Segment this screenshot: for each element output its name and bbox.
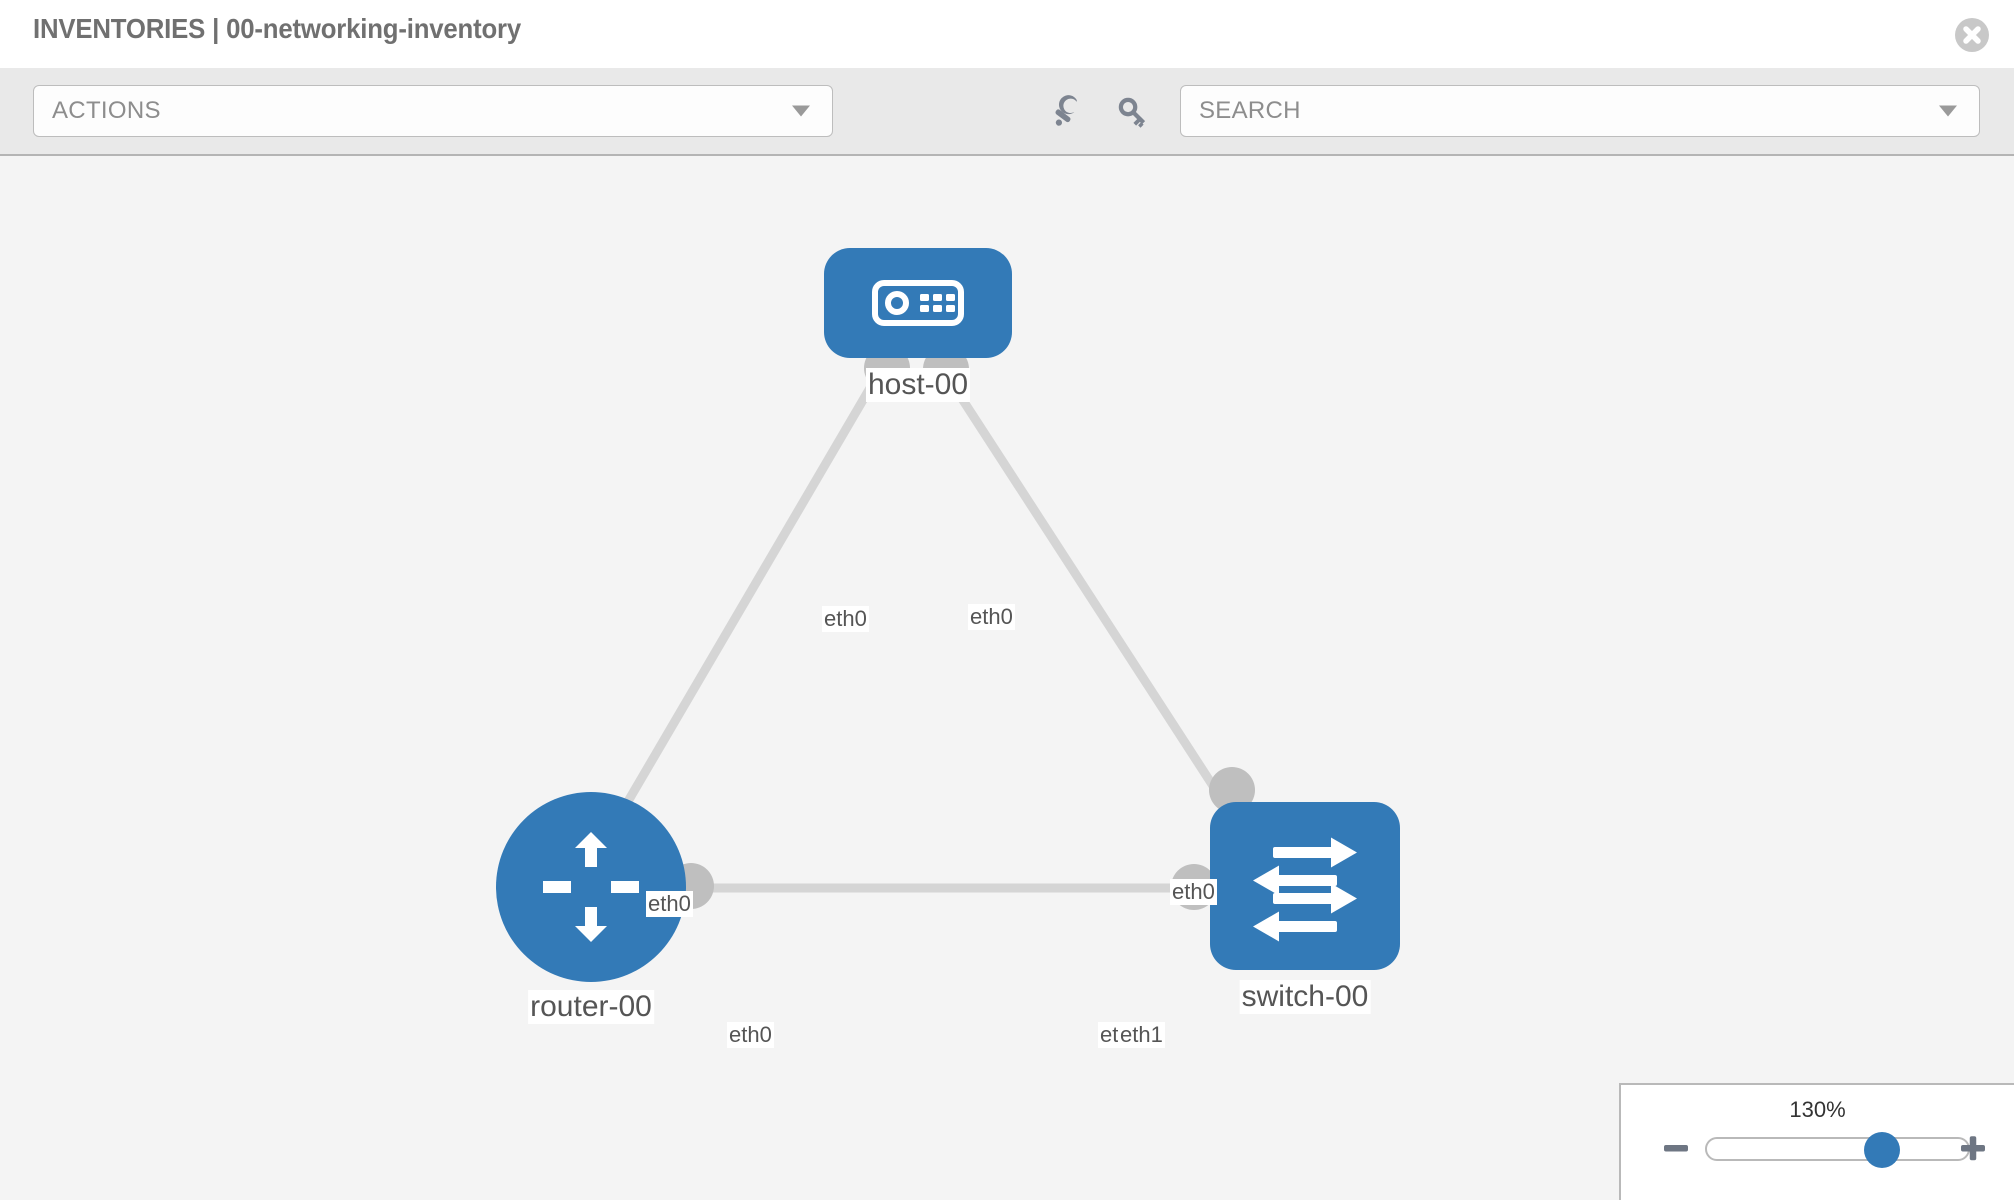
zoom-slider-thumb[interactable] xyxy=(1863,1132,1900,1168)
chevron-down-icon xyxy=(792,105,810,117)
page-title: INVENTORIES | 00-networking-inventory xyxy=(33,13,522,44)
link-host-switch xyxy=(940,368,1256,849)
search-input[interactable]: SEARCH xyxy=(1180,85,1980,137)
zoom-out-button[interactable] xyxy=(1661,1133,1691,1163)
server-icon xyxy=(872,280,964,326)
actions-dropdown-label: ACTIONS xyxy=(52,97,161,124)
node-router-00-shape xyxy=(496,792,686,982)
zoom-slider[interactable] xyxy=(1705,1132,1970,1168)
close-icon[interactable] xyxy=(1955,18,1989,52)
node-switch-00[interactable]: switch-00 xyxy=(1210,802,1400,1014)
node-router-00[interactable]: router-00 xyxy=(496,792,686,1024)
zoom-in-button[interactable] xyxy=(1958,1133,1988,1163)
port-label-host-right: eth0 xyxy=(968,604,1015,630)
search-placeholder: SEARCH xyxy=(1199,97,1301,124)
page-header: INVENTORIES | 00-networking-inventory xyxy=(0,0,2014,68)
link-lines xyxy=(592,368,1256,893)
port-label-router-up: eth0 xyxy=(646,891,693,917)
topology-canvas[interactable]: host-00 xyxy=(0,156,2014,1200)
router-arrows-icon xyxy=(543,832,639,942)
node-switch-00-shape xyxy=(1210,802,1400,970)
node-switch-00-label: switch-00 xyxy=(1239,980,1371,1014)
wrench-icon[interactable] xyxy=(1046,92,1086,132)
node-host-00-shape xyxy=(824,248,1012,358)
node-router-00-label: router-00 xyxy=(528,990,654,1024)
switch-arrows-icon xyxy=(1253,837,1357,942)
key-icon[interactable] xyxy=(1113,92,1153,132)
chevron-down-icon xyxy=(1939,105,1957,117)
port-label-switch-left: eth1 xyxy=(1118,1022,1165,1048)
zoom-level-label: 130% xyxy=(1789,1097,1846,1122)
actions-dropdown[interactable]: ACTIONS xyxy=(33,85,833,137)
link-connector-dots xyxy=(668,345,1255,910)
connector-switch-top xyxy=(1209,767,1255,813)
node-host-00[interactable]: host-00 xyxy=(824,248,1012,402)
node-host-00-label: host-00 xyxy=(865,368,971,402)
zoom-control-panel: 130% xyxy=(1619,1083,2014,1200)
port-label-switch-up: eth0 xyxy=(1170,879,1217,905)
link-host-router xyxy=(592,368,884,859)
port-label-router-right: eth0 xyxy=(727,1022,774,1048)
port-label-host-left: eth0 xyxy=(822,606,869,632)
